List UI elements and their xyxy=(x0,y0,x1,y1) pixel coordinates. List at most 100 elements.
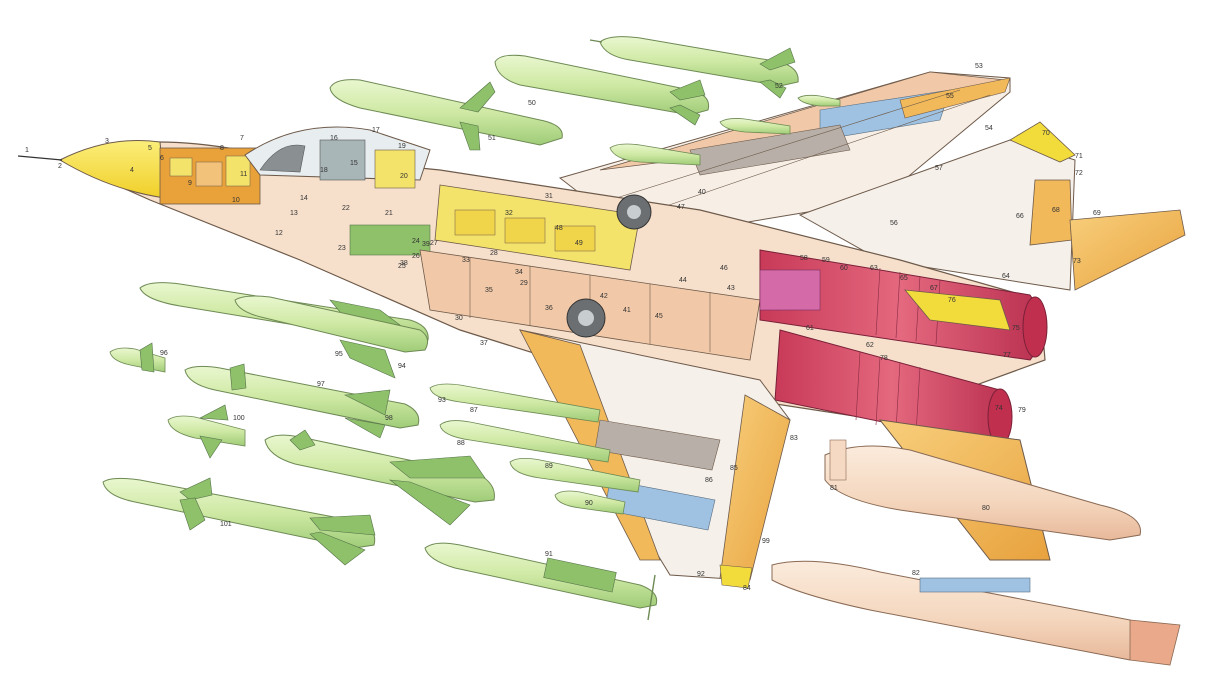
callout-number-58: 58 xyxy=(800,255,808,262)
callout-number-8: 8 xyxy=(220,145,224,152)
callout-number-68: 68 xyxy=(1052,207,1060,214)
missile-left-3 xyxy=(184,363,420,439)
callout-number-50: 50 xyxy=(528,100,536,107)
callout-number-54: 54 xyxy=(985,125,993,132)
callout-number-29: 29 xyxy=(520,280,528,287)
callout-number-6: 6 xyxy=(160,155,164,162)
callout-number-23: 23 xyxy=(338,245,346,252)
callout-number-55: 55 xyxy=(946,93,954,100)
callout-number-35: 35 xyxy=(485,287,493,294)
missile-left-4 xyxy=(264,429,495,526)
missile-short-1 xyxy=(109,342,166,373)
callout-number-100: 100 xyxy=(233,415,245,422)
callout-number-96: 96 xyxy=(160,350,168,357)
callout-number-7: 7 xyxy=(240,135,244,142)
callout-number-91: 91 xyxy=(545,551,553,558)
callout-number-44: 44 xyxy=(679,277,687,284)
callout-number-99: 99 xyxy=(762,538,770,545)
callout-number-73: 73 xyxy=(1073,258,1081,265)
callout-number-28: 28 xyxy=(490,250,498,257)
callout-number-21: 21 xyxy=(385,210,393,217)
callout-number-80: 80 xyxy=(982,505,990,512)
callout-number-32: 32 xyxy=(505,210,513,217)
callout-number-14: 14 xyxy=(300,195,308,202)
callout-number-83: 83 xyxy=(790,435,798,442)
callout-number-13: 13 xyxy=(290,210,298,217)
callout-number-79: 79 xyxy=(1018,407,1026,414)
callout-number-70: 70 xyxy=(1042,130,1050,137)
callout-number-25: 25 xyxy=(398,263,406,270)
callout-number-16: 16 xyxy=(330,135,338,142)
callout-number-87: 87 xyxy=(470,407,478,414)
callout-number-72: 72 xyxy=(1075,170,1083,177)
callout-number-38: 38 xyxy=(400,260,408,267)
callout-number-57: 57 xyxy=(935,165,943,172)
callout-number-48: 48 xyxy=(555,225,563,232)
callout-number-75: 75 xyxy=(1012,325,1020,332)
callout-number-33: 33 xyxy=(462,257,470,264)
callout-number-97: 97 xyxy=(317,381,325,388)
callout-number-17: 17 xyxy=(372,127,380,134)
callout-number-27: 27 xyxy=(430,240,438,247)
callout-number-85: 85 xyxy=(730,465,738,472)
underwing-missiles xyxy=(424,383,658,621)
callout-number-11: 11 xyxy=(240,171,247,178)
engines xyxy=(759,249,1048,446)
callout-number-101: 101 xyxy=(220,521,232,528)
missile-short-2 xyxy=(167,404,246,459)
callout-number-18: 18 xyxy=(320,167,328,174)
missile-small-upper xyxy=(609,94,841,166)
missile-left-5 xyxy=(102,477,376,566)
callout-number-12: 12 xyxy=(275,230,283,237)
callout-number-41: 41 xyxy=(623,307,631,314)
callout-number-69: 69 xyxy=(1093,210,1101,217)
callout-number-89: 89 xyxy=(545,463,553,470)
callout-number-95: 95 xyxy=(335,351,343,358)
callout-number-76: 76 xyxy=(948,297,956,304)
callout-number-26: 26 xyxy=(412,253,420,260)
callout-number-39: 39 xyxy=(422,241,430,248)
callout-number-67: 67 xyxy=(930,285,938,292)
callout-number-88: 88 xyxy=(457,440,465,447)
missile-top-3 xyxy=(589,36,799,99)
callout-number-90: 90 xyxy=(585,500,593,507)
callout-number-46: 46 xyxy=(720,265,728,272)
callout-number-82: 82 xyxy=(912,570,920,577)
callout-number-65: 65 xyxy=(900,275,908,282)
callout-number-22: 22 xyxy=(342,205,350,212)
callout-number-2: 2 xyxy=(58,163,62,170)
callout-number-64: 64 xyxy=(1002,273,1010,280)
callout-number-94: 94 xyxy=(398,363,406,370)
callout-number-74: 74 xyxy=(995,405,1003,412)
callout-number-3: 3 xyxy=(105,138,109,145)
callout-number-19: 19 xyxy=(398,143,406,150)
callout-number-45: 45 xyxy=(655,313,663,320)
callout-number-42: 42 xyxy=(600,293,608,300)
callout-number-31: 31 xyxy=(545,193,553,200)
callout-number-30: 30 xyxy=(455,315,463,322)
drop-tank-upper xyxy=(824,439,1141,541)
callout-number-92: 92 xyxy=(697,571,705,578)
callout-number-78: 78 xyxy=(880,355,888,362)
callout-number-51: 51 xyxy=(488,135,496,142)
callout-number-66: 66 xyxy=(1016,213,1024,220)
callout-number-1: 1 xyxy=(25,147,29,154)
drop-tank-lower xyxy=(771,560,1181,666)
callout-number-52: 52 xyxy=(775,83,783,90)
callout-number-9: 9 xyxy=(188,180,192,187)
callout-number-34: 34 xyxy=(515,269,523,276)
missile-top-1 xyxy=(329,79,563,151)
callout-number-56: 56 xyxy=(890,220,898,227)
callout-number-49: 49 xyxy=(575,240,583,247)
callout-number-61: 61 xyxy=(806,325,814,332)
callout-number-24: 24 xyxy=(412,238,420,245)
callout-number-36: 36 xyxy=(545,305,553,312)
callout-number-86: 86 xyxy=(705,477,713,484)
callout-number-47: 47 xyxy=(677,204,685,211)
callout-number-43: 43 xyxy=(727,285,735,292)
missile-top-2 xyxy=(494,54,710,126)
callout-number-62: 62 xyxy=(866,342,874,349)
upper-wing xyxy=(558,71,1011,241)
